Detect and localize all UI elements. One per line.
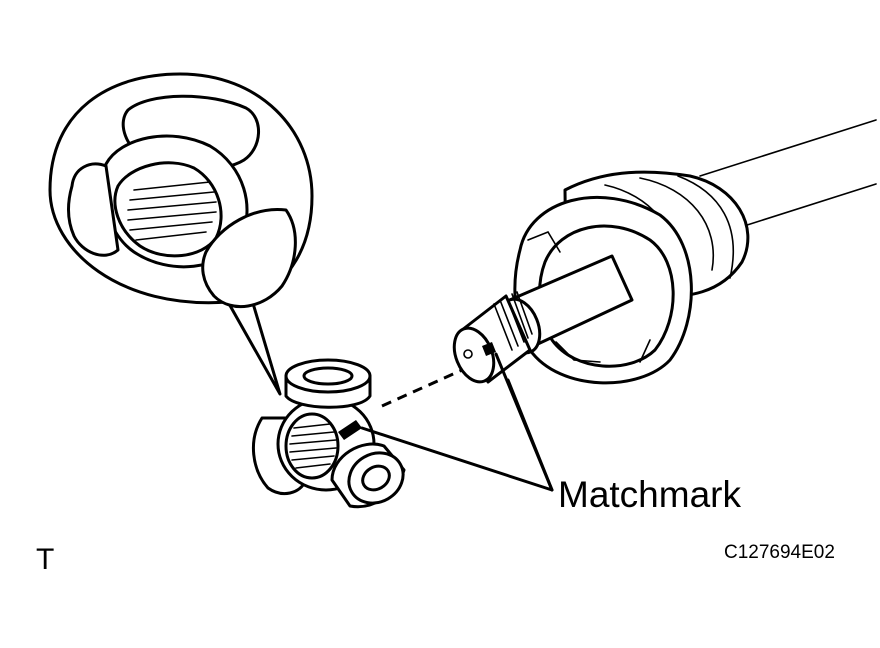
- shaft-rod: [699, 119, 877, 227]
- center-hole: [463, 349, 473, 359]
- magnified-splines: [127, 181, 217, 241]
- shaft-splines: [493, 291, 533, 351]
- matchmark-label: Matchmark: [558, 474, 741, 515]
- shaft-matchmark: [482, 342, 496, 356]
- hub-splines: [289, 423, 337, 469]
- hub-matchmark: [338, 420, 362, 440]
- magnified-detail-callout: [48, 72, 314, 396]
- matchmark-leaders: [360, 352, 554, 492]
- splined-stub-shaft: [452, 254, 634, 384]
- alignment-dashed-line: [381, 368, 463, 408]
- drive-shaft-assembly: [452, 119, 877, 385]
- top-roller: [284, 358, 372, 409]
- tripod-joint: [251, 358, 406, 509]
- figure-code-label: C127694E02: [724, 542, 835, 563]
- right-roller: [330, 442, 406, 509]
- view-marker-label: T: [36, 543, 55, 576]
